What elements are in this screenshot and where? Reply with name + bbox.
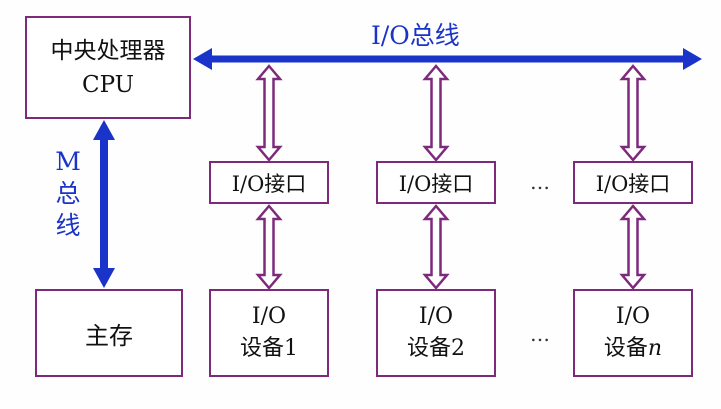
m-bus-char: M [55, 147, 81, 176]
m-bus-arrow [93, 120, 115, 288]
hollow-double-arrow [619, 64, 647, 162]
io-device-line2: 设备1 [239, 336, 298, 361]
io-device-box: I/O 设备2 [376, 289, 496, 377]
m-bus-char: 线 [55, 211, 81, 240]
io-bus-label: I/O总线 [371, 21, 460, 50]
io-interface-label: I/O接口 [595, 171, 671, 196]
ellipsis: … [530, 170, 551, 194]
m-bus-label: M 总 线 [48, 146, 88, 242]
main-memory-label: 主存 [85, 321, 133, 350]
m-bus-char: 总 [55, 179, 81, 208]
io-device-line2: 设备n [603, 336, 663, 361]
io-bus-arrow [193, 48, 702, 70]
cpu-box: 中央处理器 CPU [25, 16, 191, 119]
io-device-line1: I/O [251, 304, 287, 329]
hollow-double-arrow [422, 204, 450, 290]
io-interface-label: I/O接口 [231, 171, 307, 196]
ellipsis: … [530, 322, 551, 346]
io-device-box: I/O 设备1 [209, 289, 329, 377]
cpu-label-line1: 中央处理器 [50, 37, 166, 64]
io-interface-box: I/O接口 [376, 161, 496, 204]
io-device-line1: I/O [418, 304, 454, 329]
hollow-double-arrow [619, 204, 647, 290]
hollow-arrows [255, 64, 647, 290]
io-device-box: I/O 设备n [573, 289, 693, 377]
hollow-double-arrow [422, 64, 450, 162]
hollow-double-arrow [255, 204, 283, 290]
hollow-double-arrow [255, 64, 283, 162]
cpu-label-line2: CPU [81, 71, 135, 98]
io-device-line1: I/O [615, 304, 651, 329]
io-interface-box: I/O接口 [209, 161, 329, 204]
io-interface-box: I/O接口 [573, 161, 693, 204]
io-device-line2: 设备2 [406, 336, 465, 361]
main-memory-box: 主存 [35, 289, 183, 377]
io-interface-label: I/O接口 [398, 171, 474, 196]
